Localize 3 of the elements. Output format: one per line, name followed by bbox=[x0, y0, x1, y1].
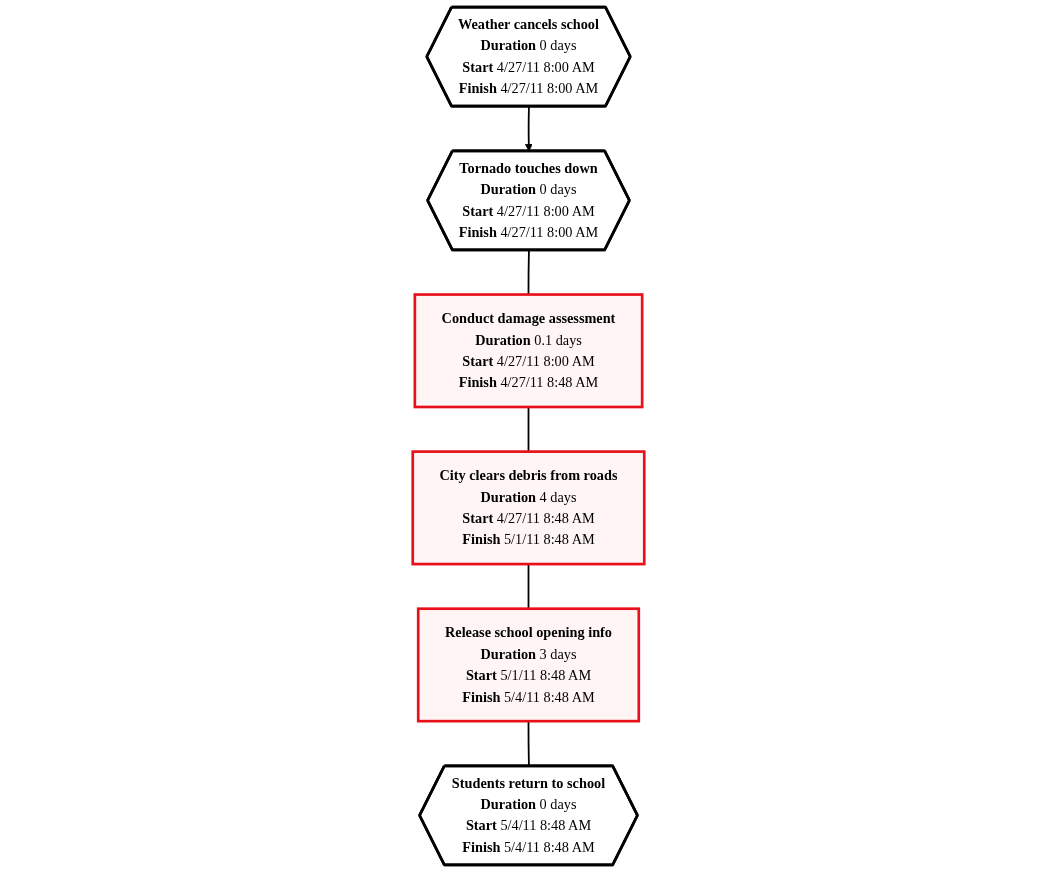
node-box: Conduct damage assessment Duration 0.1 days Start 4/27/11 8:00 AM Finish 4/27/11 8:48 AM bbox=[413, 293, 644, 409]
node-box: City clears debris from roads Duration 4 days Start 4/27/11 8:48 AM Finish 5/1/11 8:48 AM bbox=[411, 450, 646, 566]
node-box: Release school opening info Duration 3 days Start 5/1/11 8:48 AM Finish 5/4/11 8:48 AM bbox=[416, 607, 641, 723]
